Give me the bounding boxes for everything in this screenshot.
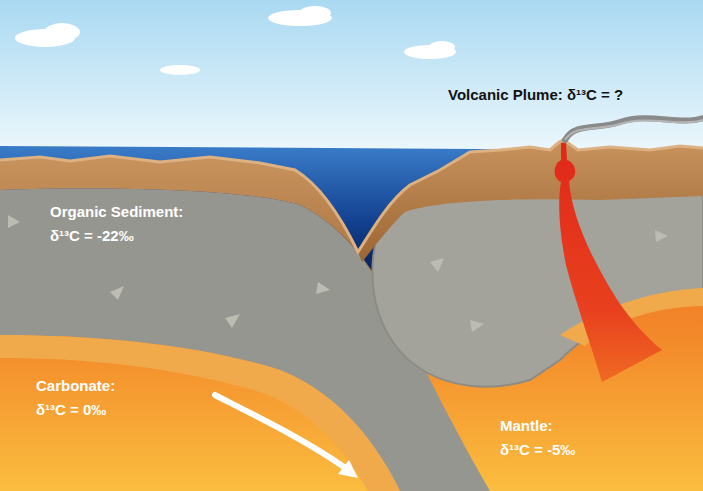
sky xyxy=(0,0,703,165)
volcanic-plume xyxy=(565,118,703,140)
magma-conduit xyxy=(555,143,662,382)
region-label: Organic Sediment: δ¹³C = -22‰ xyxy=(50,200,183,248)
continental-crust xyxy=(358,140,703,262)
clouds xyxy=(15,6,456,75)
volcanic-plume-highlight xyxy=(565,120,703,140)
subduction-arrow xyxy=(215,395,344,467)
oceanic-crust xyxy=(0,156,400,320)
region-label: Mantle: δ¹³C = -5‰ xyxy=(500,414,575,462)
region-label: Volcanic Plume: δ¹³C = ? xyxy=(448,83,623,107)
slab-base-band xyxy=(0,335,400,491)
overriding-lithosphere xyxy=(372,190,703,387)
region-label: Carbonate: δ¹³C = 0‰ xyxy=(36,374,115,422)
surface-line xyxy=(0,140,703,252)
subduction-arrowhead xyxy=(338,460,358,478)
